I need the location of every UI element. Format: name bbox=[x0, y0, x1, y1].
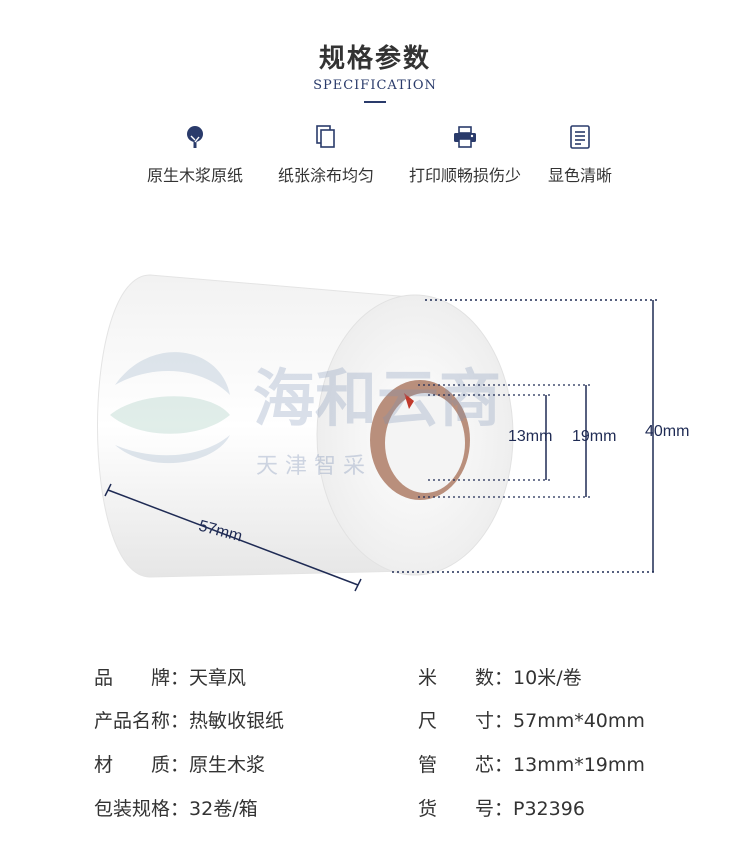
watermark-logo bbox=[110, 352, 230, 464]
spec-size: 尺 寸：57mm*40mm bbox=[418, 706, 645, 733]
spec-key: 管 芯： bbox=[418, 754, 514, 776]
tree-icon bbox=[187, 126, 203, 148]
spec-length: 米 数：10米/卷 bbox=[418, 663, 582, 690]
spec-value: 57mm*40mm bbox=[513, 710, 645, 732]
spec-value: 热敏收银纸 bbox=[189, 710, 285, 732]
feature-label: 原生木浆原纸 bbox=[146, 166, 243, 185]
spec-key: 品 牌： bbox=[94, 667, 190, 689]
feature-even-coating: 纸张涂布均匀 bbox=[251, 124, 401, 186]
spec-key: 米 数： bbox=[418, 667, 514, 689]
spec-item-number: 货 号：P32396 bbox=[418, 794, 585, 821]
paper-roll-illustration: 海和云商 天 津 智 采 57mm 40mm 13mm 19mm bbox=[0, 215, 750, 615]
feature-label: 纸张涂布均匀 bbox=[277, 166, 374, 185]
printer-icon bbox=[454, 126, 476, 148]
spec-value: 32卷/箱 bbox=[189, 798, 258, 820]
spec-material: 材 质：原生木浆 bbox=[94, 750, 265, 777]
feature-label: 显色清晰 bbox=[547, 166, 612, 185]
feature-wood-pulp: 原生木浆原纸 bbox=[120, 124, 270, 186]
page-subtitle: SPECIFICATION bbox=[313, 78, 437, 93]
feature-smooth-print: 打印顺畅损伤少 bbox=[390, 124, 540, 186]
paper-stack-icon bbox=[316, 125, 335, 148]
feature-clear-color: 显色清晰 bbox=[505, 124, 655, 186]
spec-value: 天章风 bbox=[189, 667, 247, 689]
spec-value: 10米/卷 bbox=[513, 667, 582, 689]
watermark-text: 海和云商 bbox=[253, 362, 501, 435]
spec-key: 材 质： bbox=[94, 754, 190, 776]
page-title: 规格参数 bbox=[318, 44, 431, 74]
spec-core: 管 芯：13mm*19mm bbox=[418, 750, 645, 777]
watermark-subtext: 天 津 智 采 bbox=[256, 454, 365, 479]
dim-core-outer-label: 19mm bbox=[572, 428, 617, 445]
paper-roll-graphic: 海和云商 天 津 智 采 bbox=[97, 274, 657, 592]
spec-brand: 品 牌：天章风 bbox=[94, 663, 246, 690]
document-list-icon bbox=[570, 125, 590, 149]
spec-product-name: 产品名称：热敏收银纸 bbox=[94, 706, 284, 733]
dim-diameter-label: 40mm bbox=[645, 423, 690, 440]
dim-core-inner-label: 13mm bbox=[508, 428, 553, 445]
spec-packaging: 包装规格：32卷/箱 bbox=[94, 794, 258, 821]
spec-key: 包装规格： bbox=[94, 798, 190, 820]
spec-value: P32396 bbox=[513, 798, 585, 820]
spec-value: 原生木浆 bbox=[189, 754, 266, 776]
title-underline bbox=[364, 101, 386, 103]
spec-value: 13mm*19mm bbox=[513, 754, 645, 776]
spec-key: 尺 寸： bbox=[418, 710, 514, 732]
feature-label: 打印顺畅损伤少 bbox=[408, 166, 521, 185]
spec-key: 货 号： bbox=[418, 798, 514, 820]
spec-key: 产品名称： bbox=[94, 710, 190, 732]
